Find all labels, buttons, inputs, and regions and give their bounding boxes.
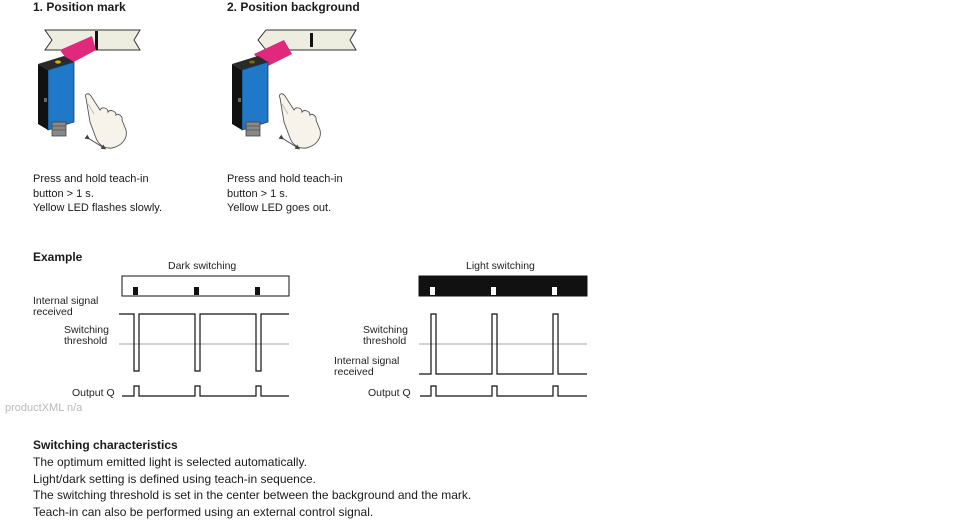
hand-pressing bbox=[85, 93, 127, 149]
dark-internal-signal-label: Internal signal received bbox=[33, 296, 98, 318]
light-output-signal bbox=[420, 385, 587, 397]
sensor-connector bbox=[245, 121, 261, 137]
characteristics-title: Switching characteristics bbox=[33, 438, 178, 452]
characteristics-line: The optimum emitted light is selected au… bbox=[33, 455, 307, 469]
light-output-label: Output Q bbox=[368, 387, 411, 399]
dark-switching-title: Dark switching bbox=[168, 260, 237, 272]
step-1-illustration bbox=[38, 29, 141, 150]
sensor-connector bbox=[51, 121, 67, 137]
caption-line: button > 1 s. bbox=[33, 187, 94, 200]
label-line: threshold bbox=[64, 335, 108, 347]
light-tape-box bbox=[418, 275, 588, 297]
light-switching-title: Light switching bbox=[466, 260, 535, 272]
light-mark bbox=[430, 287, 435, 295]
dark-threshold-label: Switching threshold bbox=[64, 325, 109, 347]
dark-output-label: Output Q bbox=[72, 387, 115, 399]
characteristics-list: The optimum emitted light is selected au… bbox=[33, 454, 471, 520]
example-title: Example bbox=[33, 250, 83, 264]
label-line: received bbox=[33, 306, 73, 318]
step-2-caption: Press and hold teach-in button > 1 s. Ye… bbox=[227, 172, 343, 216]
watermark-text: productXML n/a bbox=[5, 402, 83, 414]
caption-line: Yellow LED flashes slowly. bbox=[33, 202, 163, 214]
label-line: Switching bbox=[64, 324, 109, 336]
step-1-caption: Press and hold teach-in button > 1 s. Ye… bbox=[33, 172, 162, 216]
hand-pressing bbox=[279, 93, 321, 149]
step-1-title: 1. Position mark bbox=[33, 0, 126, 14]
light-beam bbox=[60, 36, 96, 64]
step-2-illustration bbox=[232, 29, 357, 150]
caption-line: Press and hold teach-in bbox=[227, 173, 343, 185]
step-2-title: 2. Position background bbox=[227, 0, 360, 14]
motion-arrow bbox=[278, 134, 301, 150]
dark-mark bbox=[194, 287, 199, 295]
motion-arrow bbox=[84, 134, 107, 150]
dark-mark bbox=[255, 287, 260, 295]
label-line: Switching bbox=[363, 324, 408, 336]
characteristics-line: Teach-in can also be performed using an … bbox=[33, 504, 374, 519]
caption-line: Yellow LED goes out. bbox=[227, 202, 332, 214]
light-mark bbox=[552, 287, 557, 295]
dark-tape-box bbox=[121, 275, 290, 297]
led-indicator bbox=[55, 60, 61, 64]
label-line: Internal signal bbox=[33, 295, 99, 307]
label-line: Internal signal bbox=[334, 355, 400, 367]
light-mark bbox=[491, 287, 496, 295]
dark-internal-signal bbox=[119, 313, 289, 372]
led-indicator bbox=[249, 60, 255, 64]
caption-line: button > 1 s. bbox=[227, 187, 288, 200]
sensor-side bbox=[38, 64, 48, 130]
dark-mark bbox=[133, 287, 138, 295]
characteristics-line: The switching threshold is set in the ce… bbox=[33, 488, 472, 503]
light-internal-signal bbox=[419, 313, 587, 375]
characteristics-line: Light/dark setting is defined using teac… bbox=[33, 471, 316, 486]
label-line: received bbox=[334, 366, 374, 378]
light-internal-signal-label: Internal signal received bbox=[334, 356, 399, 378]
tape-mark bbox=[310, 33, 313, 47]
sensor-side bbox=[232, 64, 242, 130]
light-threshold-label: Switching threshold bbox=[363, 325, 408, 347]
caption-line: Press and hold teach-in bbox=[33, 173, 149, 185]
label-line: threshold bbox=[363, 335, 407, 347]
tape-mark bbox=[95, 31, 98, 50]
dark-output-signal bbox=[122, 385, 289, 397]
